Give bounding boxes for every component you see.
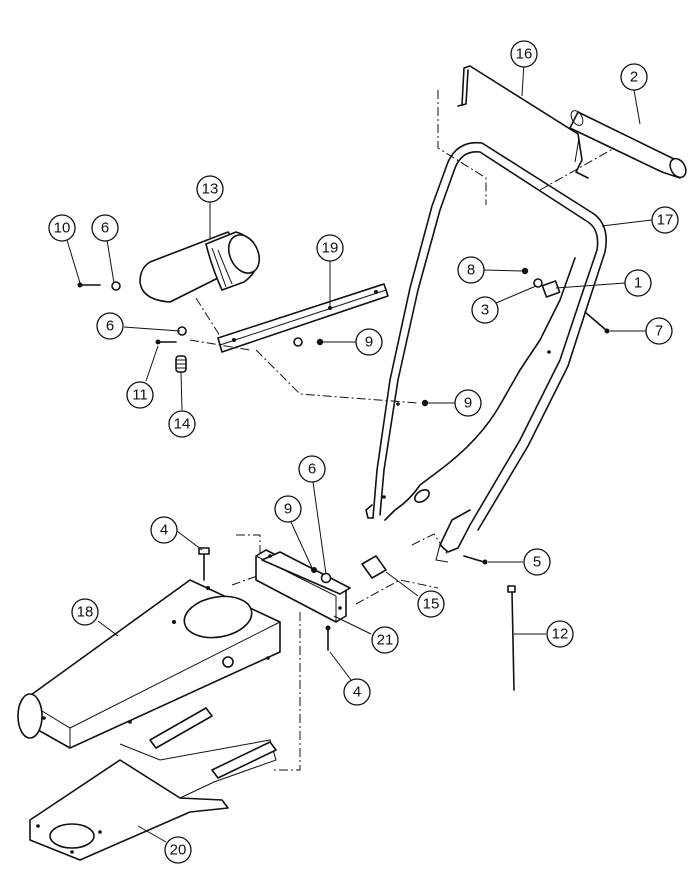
callout-4-top: 4 — [150, 516, 178, 544]
cylinder-tank — [139, 231, 261, 303]
svg-text:6: 6 — [308, 461, 316, 478]
plate-dash-line — [355, 579, 439, 605]
hand-grip — [569, 110, 687, 179]
svg-text:15: 15 — [423, 596, 440, 613]
svg-text:4: 4 — [353, 684, 361, 701]
svg-text:13: 13 — [202, 181, 219, 198]
callout-15: 15 — [417, 590, 445, 618]
mount-hardware — [311, 567, 332, 651]
callout-10: 10 — [48, 214, 76, 242]
bolt-dash-line — [189, 339, 251, 351]
callout-11: 11 — [126, 381, 154, 409]
callout-13: 13 — [196, 175, 224, 203]
bolt5-dash-line — [411, 533, 449, 556]
callout-6-mid: 6 — [96, 312, 124, 340]
control-cable — [384, 257, 576, 521]
svg-text:5: 5 — [533, 554, 541, 571]
callout-7: 7 — [645, 317, 673, 345]
callout-16: 16 — [510, 40, 538, 68]
callout-20: 20 — [164, 836, 192, 864]
frame-dash-line — [274, 612, 301, 771]
callout-21: 21 — [371, 626, 399, 654]
callout-6-lower: 6 — [298, 455, 326, 483]
svg-text:6: 6 — [106, 318, 114, 335]
callout-5: 5 — [523, 548, 551, 576]
svg-text:11: 11 — [132, 387, 148, 404]
callout-8: 8 — [457, 256, 485, 284]
svg-text:14: 14 — [174, 416, 191, 433]
cable-tie — [507, 585, 516, 691]
callout-19: 19 — [316, 234, 344, 262]
callout-3: 3 — [471, 296, 499, 324]
bail-dash-frame — [437, 90, 487, 205]
svg-text:6: 6 — [101, 220, 109, 237]
callout-6-top: 6 — [91, 214, 119, 242]
handle-frame — [365, 141, 607, 563]
callout-9-upper: 9 — [355, 328, 383, 356]
callout-14: 14 — [168, 410, 196, 438]
deck-base — [17, 579, 281, 749]
svg-text:9: 9 — [464, 395, 472, 412]
callout-12: 12 — [546, 620, 574, 648]
callout-4-bottom: 4 — [343, 678, 371, 706]
svg-text:8: 8 — [467, 262, 475, 279]
grip-dash-line — [539, 145, 619, 191]
svg-text:21: 21 — [377, 632, 394, 649]
bracket-bar — [217, 283, 389, 353]
svg-text:1: 1 — [634, 275, 642, 292]
svg-text:19: 19 — [322, 240, 339, 257]
svg-text:4: 4 — [160, 522, 168, 539]
svg-text:7: 7 — [655, 323, 663, 340]
svg-text:2: 2 — [630, 69, 638, 86]
tank-dash-line — [195, 297, 221, 337]
hardware-4-top — [198, 547, 210, 581]
bottom-frame — [29, 707, 277, 861]
svg-text:16: 16 — [516, 46, 533, 63]
callout-9-lower: 9 — [274, 495, 302, 523]
svg-text:12: 12 — [552, 626, 569, 643]
svg-text:17: 17 — [657, 212, 674, 229]
svg-text:3: 3 — [481, 302, 489, 319]
mount-bracket — [255, 549, 351, 623]
bracket-dash-line — [255, 349, 419, 404]
plate-15 — [361, 555, 387, 579]
deck-dash-frame — [231, 534, 261, 586]
svg-text:9: 9 — [365, 334, 373, 351]
leader-lines — [66, 61, 653, 843]
lever-hardware — [521, 267, 610, 334]
bail-bar — [457, 65, 589, 179]
svg-text:9: 9 — [284, 501, 292, 518]
callout-18: 18 — [71, 598, 99, 626]
svg-text:20: 20 — [170, 842, 187, 859]
callout-17: 17 — [651, 206, 679, 234]
bolt-5 — [463, 555, 488, 565]
svg-text:10: 10 — [54, 220, 71, 237]
callout-2: 2 — [620, 63, 648, 91]
callout-9-handle: 9 — [454, 389, 482, 417]
callout-1: 1 — [624, 269, 652, 297]
svg-text:18: 18 — [77, 604, 94, 621]
